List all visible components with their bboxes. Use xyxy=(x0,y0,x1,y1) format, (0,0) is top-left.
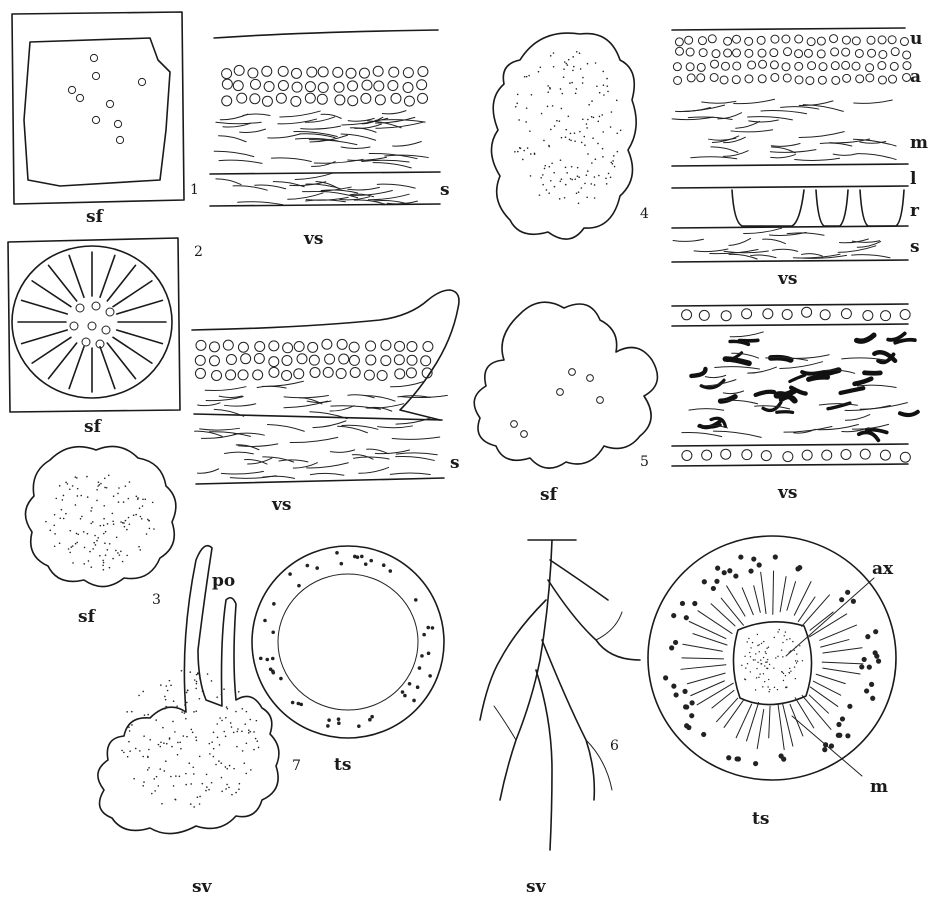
fig5-surface-view xyxy=(474,302,657,468)
fig6-number: 6 xyxy=(610,738,619,754)
fig1-vertical-section xyxy=(210,30,440,206)
fig3-surface-view xyxy=(25,446,175,586)
fig7-po-label: po xyxy=(212,571,235,591)
fig4-s-label: s xyxy=(910,237,920,257)
fig4-l-label: l xyxy=(910,169,917,189)
fig1-surface-view xyxy=(12,12,184,204)
fig5-vertical-section xyxy=(672,304,918,466)
fig6-sv-label: sv xyxy=(526,877,547,897)
fig6-m-label: m xyxy=(870,777,888,797)
fig3-number: 3 xyxy=(152,592,161,608)
fig6-side-view xyxy=(480,540,640,850)
fig4-u-label: u xyxy=(910,29,922,49)
fig5-sf-label: sf xyxy=(540,485,559,505)
fig6-ax-label: ax xyxy=(872,559,894,579)
fig1-vs-label: vs xyxy=(303,229,323,249)
fig4-vertical-section xyxy=(672,28,911,262)
fig4-m-label: m xyxy=(910,133,928,153)
fig2-vs-label: vs xyxy=(271,495,291,515)
fig7-number: 7 xyxy=(292,758,301,774)
fig4-habit xyxy=(491,33,636,239)
fig3-sf-label: sf xyxy=(78,607,97,627)
fig7-transverse-section xyxy=(252,546,444,738)
fig2-sf-label: sf xyxy=(84,417,103,437)
fig5-vs-label: vs xyxy=(777,483,797,503)
fig5-number: 5 xyxy=(640,454,649,470)
fig1-sf-label: sf xyxy=(86,207,105,227)
fig2-vertical-section xyxy=(192,290,459,484)
fig6-transverse-section xyxy=(648,536,896,780)
fig7-ts-label: ts xyxy=(334,755,351,775)
fig7-sv-label: sv xyxy=(192,877,213,897)
fig2-surface-view xyxy=(8,238,180,412)
fig4-a-label: a xyxy=(910,67,921,87)
fig1-s-label: s xyxy=(440,180,450,200)
fig7-side-view xyxy=(98,546,279,834)
fig4-vs-label: vs xyxy=(777,269,797,289)
fig4-number: 4 xyxy=(640,206,649,222)
fig1-number: 1 xyxy=(190,182,199,198)
fig2-s-label: s xyxy=(450,453,460,473)
fig2-number: 2 xyxy=(194,244,203,260)
fig6-ts-label: ts xyxy=(752,809,769,829)
fig4-r-label: r xyxy=(910,201,920,221)
